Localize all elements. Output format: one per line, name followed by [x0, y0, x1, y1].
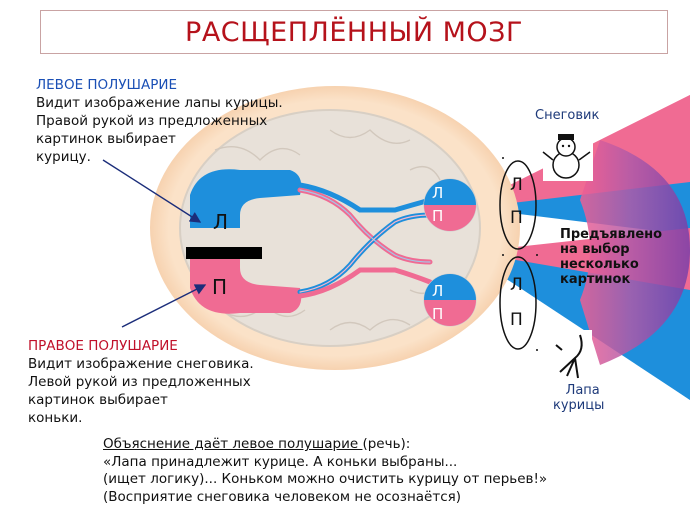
- chicken-foot-picture: [548, 330, 592, 379]
- title-box: РАСЩЕПЛЁННЫЙ МОЗГ: [40, 10, 668, 54]
- choice-note: Предъявлено на выбор несколько картинок: [560, 227, 662, 287]
- right-visual-cortex: [190, 255, 302, 314]
- field-top-left-label: Л: [510, 175, 523, 195]
- chicken-foot-label: Лапа курицы: [553, 383, 604, 413]
- snowman-picture: [542, 133, 593, 181]
- chicken-foot-label-line: Лапа: [565, 383, 600, 398]
- right-hemisphere-line: коньки.: [28, 410, 83, 426]
- left-hemisphere-line: картинок выбирает: [36, 131, 176, 147]
- field-bottom-right-label: П: [510, 310, 523, 330]
- left-visual-cortex: [190, 169, 302, 228]
- explanation-line-1: Объяснение даёт левое полушарие (речь):: [103, 436, 547, 454]
- field-bottom-left-label: Л: [510, 275, 523, 295]
- field-oval-top: [499, 160, 537, 250]
- choice-note-line: Предъявлено: [560, 227, 663, 242]
- eye-bottom: [423, 273, 477, 327]
- eye-bottom-left-label: Л: [432, 282, 444, 300]
- right-hemisphere-line: Левой рукой из предложенных: [28, 374, 251, 390]
- left-hemisphere-line: Правой рукой из предложенных: [36, 113, 268, 129]
- choice-note-line: несколько: [560, 257, 639, 272]
- right-hemisphere-line: картинок выбирает: [28, 392, 168, 408]
- left-hemisphere-heading: ЛЕВОЕ ПОЛУШАРИЕ: [36, 77, 177, 93]
- brain-right-label: П: [212, 275, 228, 299]
- choice-screen: [580, 140, 690, 365]
- brain-left-label: Л: [213, 210, 229, 234]
- left-hemisphere-text: ЛЕВОЕ ПОЛУШАРИЕ Видит изображение лапы к…: [36, 76, 283, 166]
- chicken-foot-label-line: курицы: [553, 398, 605, 413]
- field-top-right-label: П: [510, 208, 523, 228]
- explanation-line-4: (Восприятие снеговика человеком не осозн…: [103, 488, 462, 505]
- explanation: Объяснение даёт левое полушарие (речь): …: [103, 436, 547, 506]
- eye-top-right-label: П: [432, 207, 444, 225]
- explanation-line-3: (ищет логику)... Коньком можно очистить …: [103, 471, 548, 487]
- choice-note-line: картинок: [560, 272, 631, 287]
- page-title: РАСЩЕПЛЁННЫЙ МОЗГ: [185, 16, 523, 48]
- field-dots: [502, 157, 538, 351]
- right-hemisphere-line: Видит изображение снеговика.: [28, 356, 254, 372]
- right-hemisphere-text: ПРАВОЕ ПОЛУШАРИЕ Видит изображение снего…: [28, 337, 254, 427]
- field-oval-bottom: [499, 256, 537, 350]
- right-hemisphere-heading: ПРАВОЕ ПОЛУШАРИЕ: [28, 338, 178, 354]
- eye-bottom-right-label: П: [432, 305, 444, 323]
- right-hemisphere-arrow: [121, 284, 207, 328]
- left-hemisphere-line: курицу.: [36, 149, 91, 165]
- corpus-callosum-cut: [186, 247, 262, 259]
- explanation-lead-rest: (речь):: [362, 436, 411, 452]
- snowman-label: Снеговик: [535, 108, 600, 123]
- eye-top: [423, 178, 477, 232]
- left-hemisphere-line: Видит изображение лапы курицы.: [36, 95, 283, 111]
- explanation-lead: Объяснение даёт левое полушарие: [103, 436, 363, 452]
- left-hemisphere-arrow: [102, 159, 202, 223]
- choice-note-line: на выбор: [560, 242, 630, 257]
- eye-top-left-label: Л: [432, 184, 444, 202]
- explanation-line-2: «Лапа принадлежит курице. А коньки выбра…: [103, 453, 458, 470]
- optic-pathways: [297, 182, 433, 299]
